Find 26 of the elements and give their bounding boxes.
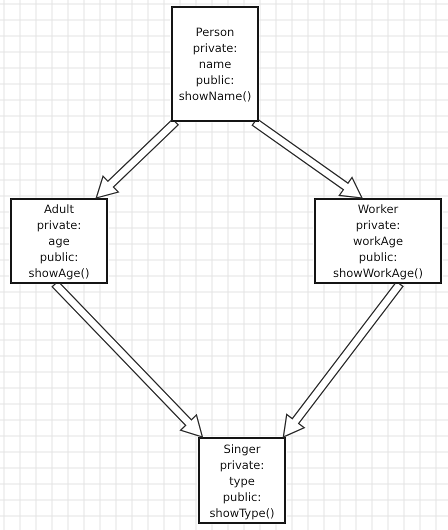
class-member-text: showName() [178,88,252,104]
class-member-text: public: [222,488,262,504]
class-member-text: public: [196,72,234,88]
class-box [198,437,286,524]
class-box [314,198,442,284]
class-member-text: type [229,472,255,488]
hollow-arrow [95,118,180,199]
class-member-text: public: [358,249,398,265]
class-name: Person [196,24,234,40]
class-name: Singer [224,440,260,456]
class-member-text: age [48,233,70,249]
class-member-text: private: [192,40,238,56]
class-member-text: showWorkAge() [332,265,424,281]
class-member-text: showAge() [28,265,90,281]
class-member-text: private: [356,217,400,233]
class-name: Adult [44,201,74,217]
class-name: Worker [358,201,398,217]
class-member-text: showType() [209,504,275,520]
class-box [171,6,259,122]
class-box [10,198,108,284]
class-member-text: workAge [352,233,404,249]
class-member-text: private: [220,456,264,472]
class-member-text: private: [36,217,82,233]
class-member-text: name [198,56,232,72]
hollow-arrow [251,118,364,199]
class-member-text: public: [40,249,78,265]
